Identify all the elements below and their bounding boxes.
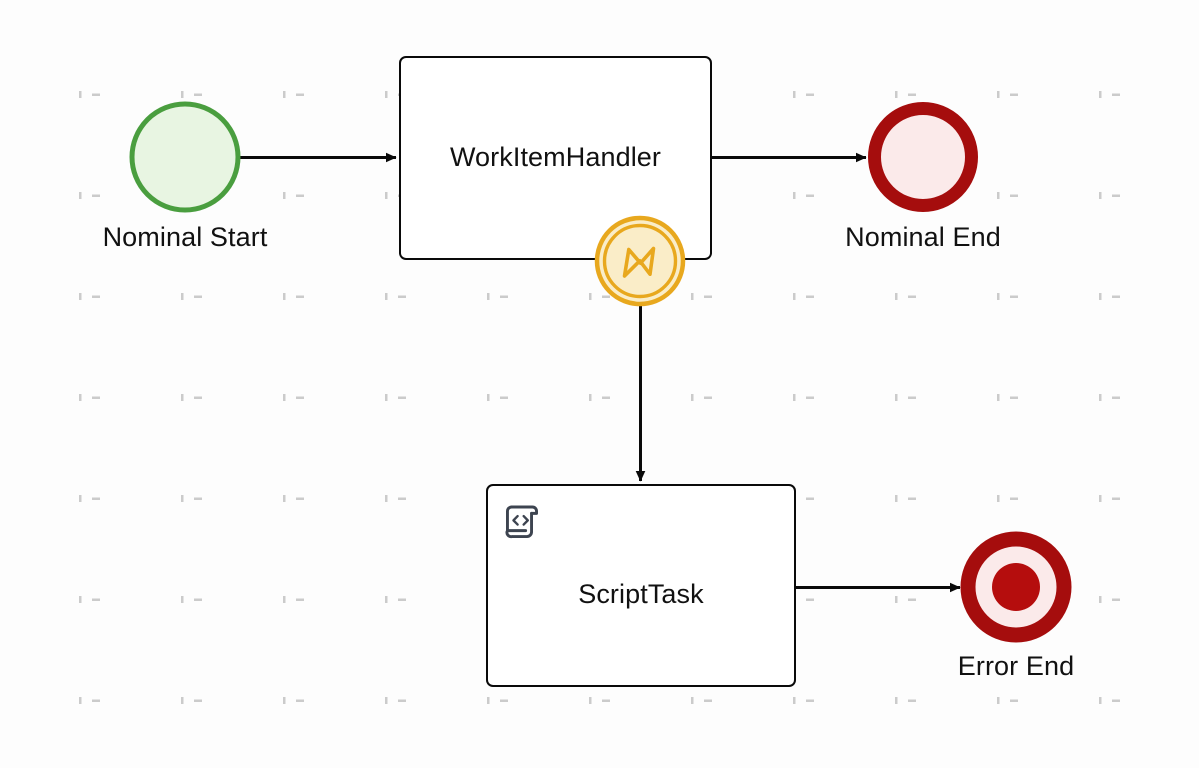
node-work-item-handler-label: WorkItemHandler — [449, 142, 662, 173]
node-error-boundary-event[interactable] — [594, 215, 686, 307]
node-error-end[interactable] — [958, 529, 1074, 645]
terminate-event-filled-circle-icon — [960, 531, 1072, 643]
node-script-task-label: ScriptTask — [578, 578, 704, 609]
script-scroll-icon — [505, 505, 538, 539]
node-nominal-start[interactable] — [125, 97, 245, 217]
node-error-end-label: Error End — [957, 651, 1075, 681]
end-event-circle-icon — [868, 102, 978, 212]
start-event-circle-icon — [129, 101, 241, 213]
node-nominal-end[interactable] — [862, 96, 984, 218]
node-script-task[interactable]: ScriptTask — [486, 484, 796, 687]
node-nominal-start-label: Nominal Start — [102, 222, 268, 252]
error-bolt-icon — [594, 215, 686, 307]
node-nominal-end-label: Nominal End — [845, 222, 1001, 252]
